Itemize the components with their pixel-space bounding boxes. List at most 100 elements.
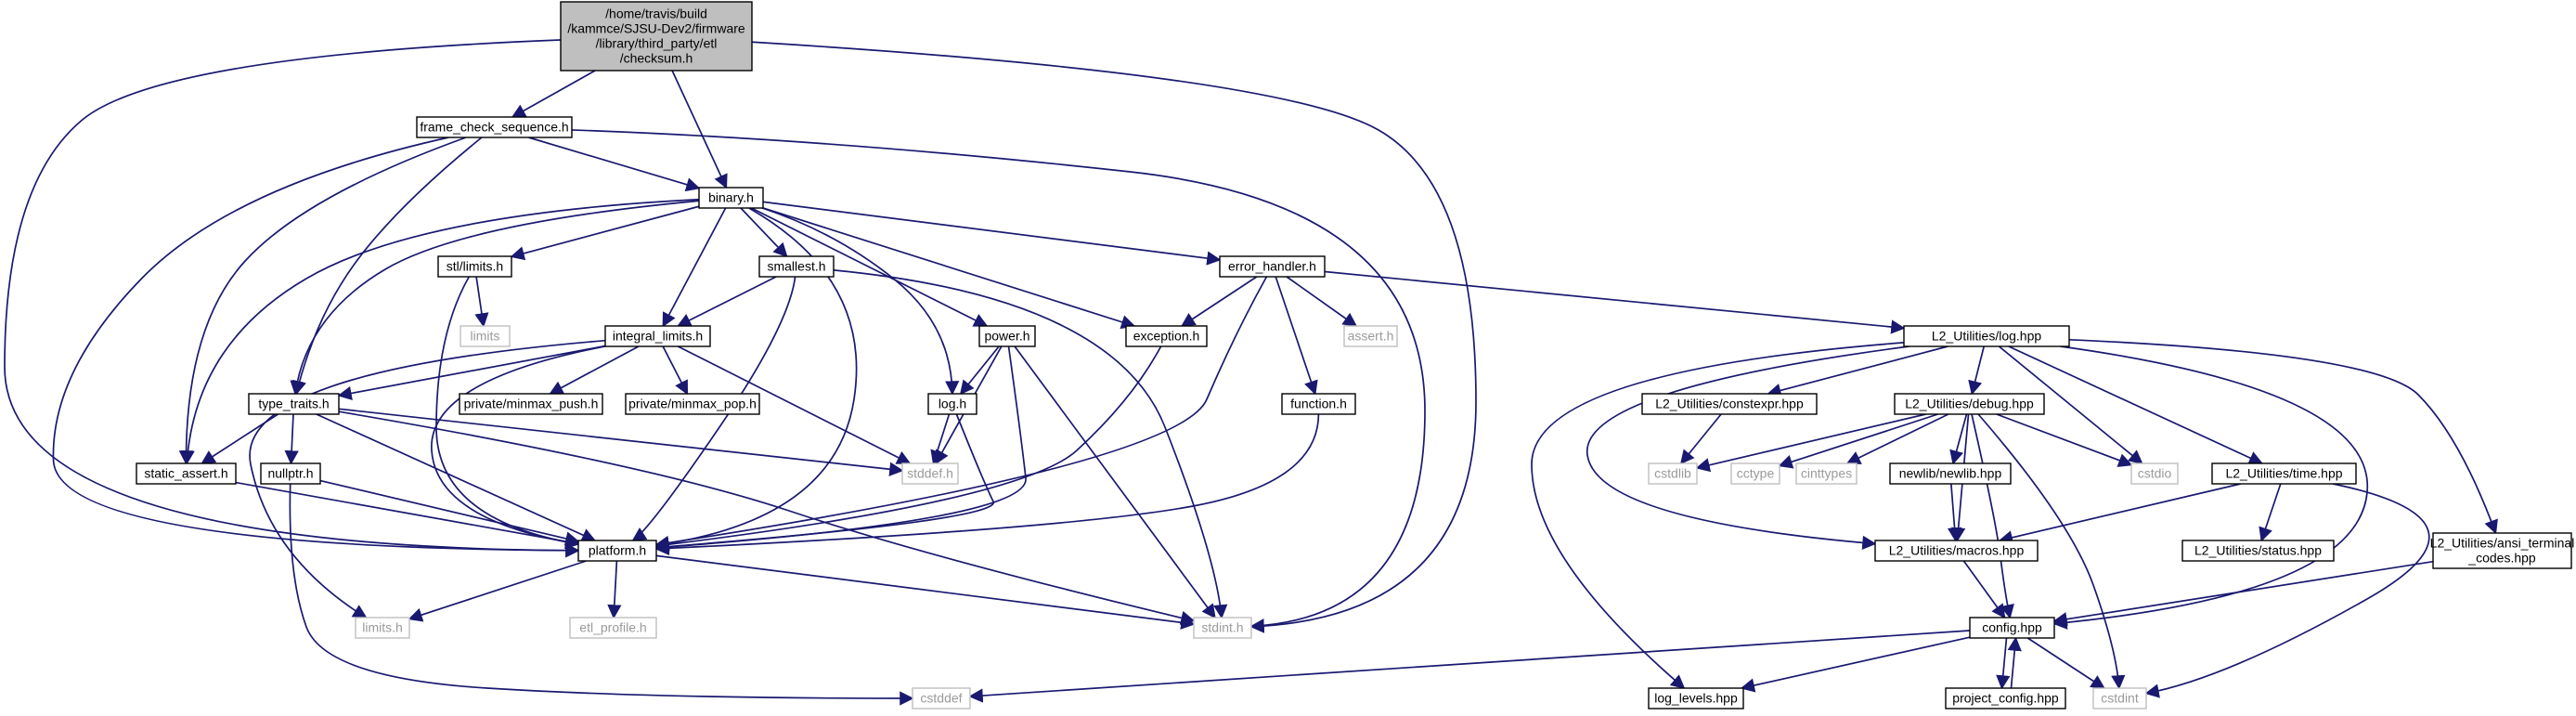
node-exception[interactable]: exception.h xyxy=(1125,325,1208,347)
edge-binary-to-exception xyxy=(762,207,1136,330)
edge-static_assert-to-platform xyxy=(235,481,580,549)
node-label: integral_limits.h xyxy=(613,329,703,344)
node-box xyxy=(698,187,764,209)
node-box xyxy=(978,325,1036,347)
edge-config-to-project_config xyxy=(1996,637,2011,690)
node-box xyxy=(625,393,760,415)
node-box xyxy=(1193,617,1252,639)
edge-checksum-to-stdint_h xyxy=(751,41,1477,633)
node-cctype: cctype xyxy=(1730,462,1780,485)
node-box xyxy=(1795,462,1858,485)
node-config[interactable]: config.hpp xyxy=(1969,617,2055,639)
edge-type_traits-to-stdint_h xyxy=(338,410,1196,625)
edge-power-to-stdint_h xyxy=(1014,345,1216,619)
node-minmax-push[interactable]: private/minmax_push.h xyxy=(459,393,603,415)
node-label: stdint.h xyxy=(1201,620,1243,635)
node-checksum[interactable]: /home/travis/build/kammce/SJSU-Dev2/firm… xyxy=(560,1,753,72)
node-binary[interactable]: binary.h xyxy=(698,187,764,209)
node-minmax-pop[interactable]: private/minmax_pop.h xyxy=(625,393,760,415)
node-l2-constexpr[interactable]: L2_Utilities/constexpr.hpp xyxy=(1641,393,1818,415)
node-box xyxy=(1281,393,1356,415)
node-function[interactable]: function.h xyxy=(1281,393,1356,415)
node-etl-profile: etl_profile.h xyxy=(569,617,657,639)
edge-checksum-to-frame_check_sequence xyxy=(511,70,596,118)
node-l2-status[interactable]: L2_Utilities/status.hpp xyxy=(2181,540,2335,562)
node-label: private/minmax_push.h xyxy=(464,397,599,411)
edge-config-to-cstddef xyxy=(968,630,1971,703)
node-label: smallest.h xyxy=(767,259,825,274)
edge-l2_constexpr-to-cstdlib xyxy=(1679,413,1722,465)
edge-type_traits-to-stddef xyxy=(338,408,904,476)
node-l2-debug[interactable]: L2_Utilities/debug.hpp xyxy=(1894,393,2045,415)
edge-smallest-to-integral_limits xyxy=(677,276,777,327)
edge-newlib-to-l2_macros xyxy=(1947,483,1962,542)
node-error-handler[interactable]: error_handler.h xyxy=(1219,255,1326,278)
node-smallest[interactable]: smallest.h xyxy=(758,255,835,278)
node-box xyxy=(1125,325,1208,347)
node-box xyxy=(2211,462,2357,485)
edge-l2_log-to-config xyxy=(2052,345,2369,630)
node-cstdio: cstdio xyxy=(2130,462,2179,485)
edge-log_h-to-platform xyxy=(654,413,994,554)
node-l2-macros[interactable]: L2_Utilities/macros.hpp xyxy=(1874,540,2039,562)
node-box xyxy=(1648,687,1744,709)
node-project-config[interactable]: project_config.hpp xyxy=(1945,687,2066,709)
node-frame-check-sequence[interactable]: frame_check_sequence.h xyxy=(416,116,573,138)
edge-config-to-log_levels xyxy=(1740,636,1971,693)
edge-platform-to-stdint_h xyxy=(655,554,1196,630)
edge-type_traits-to-nullptr xyxy=(284,413,299,465)
node-label: private/minmax_pop.h xyxy=(628,397,757,411)
node-cstddef: cstddef xyxy=(912,687,971,709)
node-l2-time[interactable]: L2_Utilities/time.hpp xyxy=(2211,462,2357,485)
node-integral-limits[interactable]: integral_limits.h xyxy=(604,325,711,347)
node-log-levels[interactable]: log_levels.hpp xyxy=(1648,687,1744,709)
node-label: config.hpp xyxy=(1982,620,2042,635)
node-box xyxy=(1343,325,1398,347)
node-static-assert[interactable]: static_assert.h xyxy=(136,462,237,485)
node-label: /kammce/SJSU-Dev2/firmware xyxy=(567,21,745,36)
edge-binary-to-integral_limits xyxy=(662,207,727,328)
node-stdint-h: stdint.h xyxy=(1193,617,1252,639)
file-nodes: /home/travis/build/kammce/SJSU-Dev2/firm… xyxy=(136,1,2575,709)
node-label: cstdio xyxy=(2138,466,2172,481)
edge-platform-to-limits_h xyxy=(408,560,587,622)
node-label: cstdint xyxy=(2101,691,2139,706)
node-cstdint: cstdint xyxy=(2092,687,2147,709)
node-nullptr[interactable]: nullptr.h xyxy=(260,462,321,485)
edge-type_traits-to-platform xyxy=(316,413,597,542)
node-newlib[interactable]: newlib/newlib.hpp xyxy=(1889,462,2012,485)
node-box xyxy=(136,462,237,485)
node-label: cctype xyxy=(1737,466,1775,481)
node-label: nullptr.h xyxy=(267,466,313,481)
node-label: L2_Utilities/time.hpp xyxy=(2225,466,2342,481)
node-box xyxy=(355,617,410,639)
node-label: L2_Utilities/ansi_terminal xyxy=(2430,536,2575,551)
node-box xyxy=(2432,532,2572,569)
node-l2-log[interactable]: L2_Utilities/log.hpp xyxy=(1903,325,2070,347)
edge-smallest-to-platform xyxy=(631,276,796,541)
node-label: cstddef xyxy=(920,691,962,706)
node-stl-limits[interactable]: stl/limits.h xyxy=(437,255,512,278)
node-type-traits[interactable]: type_traits.h xyxy=(248,393,340,415)
node-box xyxy=(260,462,321,485)
node-platform[interactable]: platform.h xyxy=(577,540,657,562)
edge-binary-to-power xyxy=(751,207,989,327)
edge-function-to-platform xyxy=(654,413,1320,555)
node-log-h[interactable]: log.h xyxy=(927,393,977,415)
edge-l2_debug-to-newlib xyxy=(1949,413,1968,465)
node-label: static_assert.h xyxy=(144,466,227,481)
edge-exception-to-platform xyxy=(654,345,1162,552)
node-box xyxy=(416,116,573,138)
edge-l2_debug-to-cstdint xyxy=(1977,413,2126,690)
edge-checksum-to-platform xyxy=(4,39,580,558)
node-label: /checksum.h xyxy=(620,51,693,66)
node-power[interactable]: power.h xyxy=(978,325,1036,347)
node-l2-ansi[interactable]: L2_Utilities/ansi_terminal_codes.hpp xyxy=(2430,532,2575,569)
node-box xyxy=(459,393,603,415)
node-label: exception.h xyxy=(1133,329,1200,344)
edge-integral_limits-to-stddef xyxy=(677,345,912,464)
edge-l2_debug-to-cctype xyxy=(1778,413,1938,469)
edge-l2_log-to-cstdio xyxy=(1998,345,2143,464)
node-box xyxy=(2181,540,2335,562)
edge-smallest-to-stdint_h xyxy=(833,269,1228,619)
